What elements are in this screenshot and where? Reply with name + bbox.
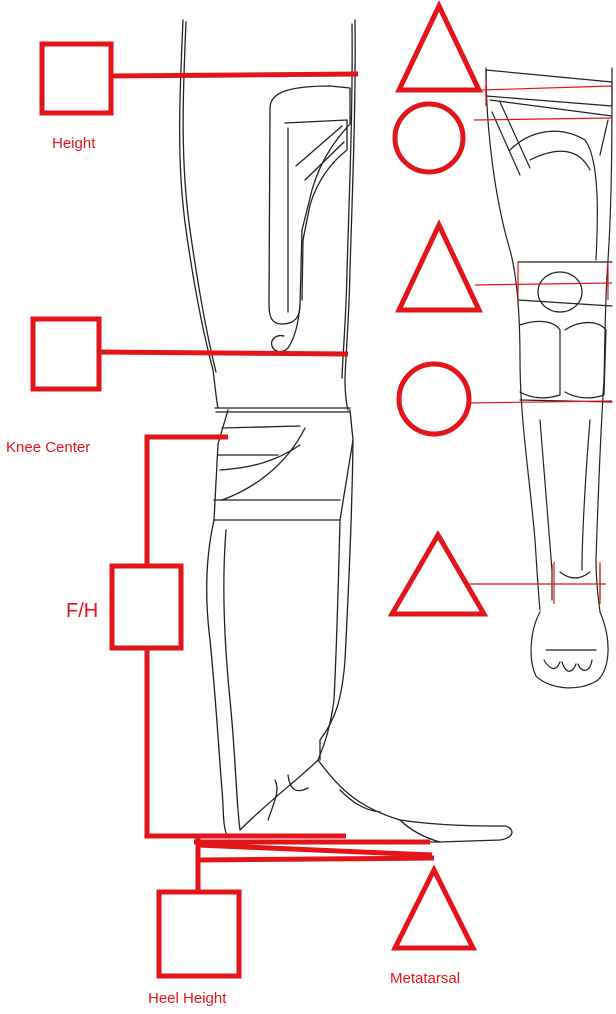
annotation-layer — [33, 6, 484, 976]
triangle-marker-2 — [399, 225, 479, 310]
heel-height-label: Heel Height — [148, 990, 226, 1007]
circle-marker-2 — [399, 364, 469, 434]
height-leader — [111, 74, 358, 76]
front-view-leg-sketch — [486, 68, 612, 688]
front-view-guides — [466, 80, 612, 604]
fh-box — [112, 566, 181, 648]
circle-marker-1 — [395, 104, 463, 172]
metatarsal-label: Metatarsal — [390, 970, 460, 987]
triangle-marker-4 — [395, 870, 473, 948]
height-box — [42, 44, 111, 113]
fh-label: F/H — [66, 600, 98, 623]
heel-height-bracket — [198, 838, 432, 892]
knee-center-leader — [99, 352, 348, 354]
fh-bracket — [147, 437, 346, 836]
heel-height-box — [159, 892, 239, 976]
knee-center-box — [33, 319, 99, 389]
heel-height-bottom-line — [198, 858, 434, 860]
triangle-marker-1 — [399, 6, 479, 90]
triangle-marker-3 — [392, 535, 484, 614]
knee-center-label: Knee Center — [6, 439, 90, 456]
height-label: Height — [52, 135, 95, 152]
